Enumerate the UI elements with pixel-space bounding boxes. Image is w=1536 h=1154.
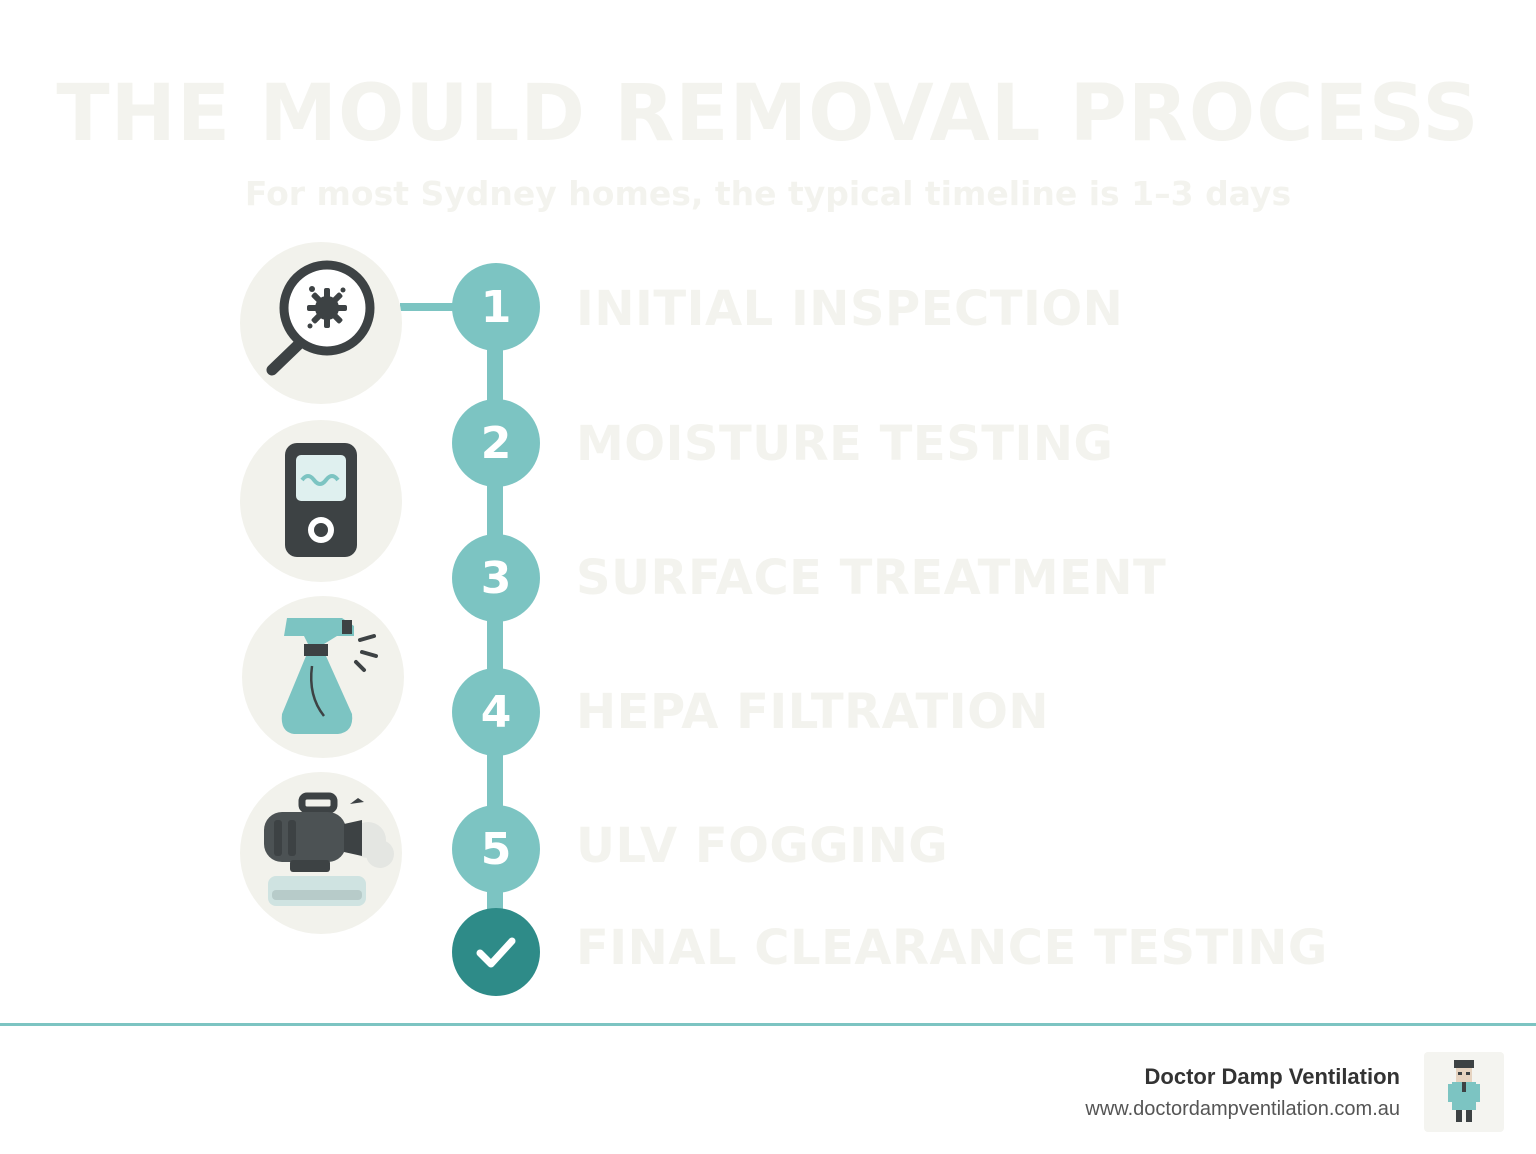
final-step-marker xyxy=(452,908,540,996)
page-subtitle: For most Sydney homes, the typical timel… xyxy=(244,174,1292,213)
fogging-machine-icon xyxy=(240,772,402,934)
brand-url[interactable]: www.doctordampventilation.com.au xyxy=(1085,1098,1400,1120)
footer-divider xyxy=(0,1023,1536,1026)
brand-logo xyxy=(1424,1052,1504,1132)
final-step-label: FINAL CLEARANCE TESTING xyxy=(576,920,1328,976)
spray-bottle-icon xyxy=(242,596,404,758)
magnifier-mould-icon xyxy=(240,242,402,404)
page-title: THE MOULD REMOVAL PROCESS xyxy=(56,69,1480,159)
moisture-meter-icon xyxy=(240,420,402,582)
step-3-marker: 3 xyxy=(452,534,540,622)
step-2-marker: 2 xyxy=(452,399,540,487)
checkmark-icon xyxy=(476,937,516,968)
step-4-marker: 4 xyxy=(452,668,540,756)
doctor-figure-logo xyxy=(1448,1060,1480,1122)
step-3-label: SURFACE TREATMENT xyxy=(576,550,1167,606)
step-1-marker: 1 xyxy=(452,263,540,351)
step-5-marker: 5 xyxy=(452,805,540,893)
brand-name: Doctor Damp Ventilation xyxy=(1144,1064,1400,1089)
step-2-label: MOISTURE TESTING xyxy=(576,416,1114,472)
step-4-label: HEPA FILTRATION xyxy=(576,684,1050,740)
step-5-label: ULV FOGGING xyxy=(576,818,949,874)
step-1-label: INITIAL INSPECTION xyxy=(576,281,1124,337)
